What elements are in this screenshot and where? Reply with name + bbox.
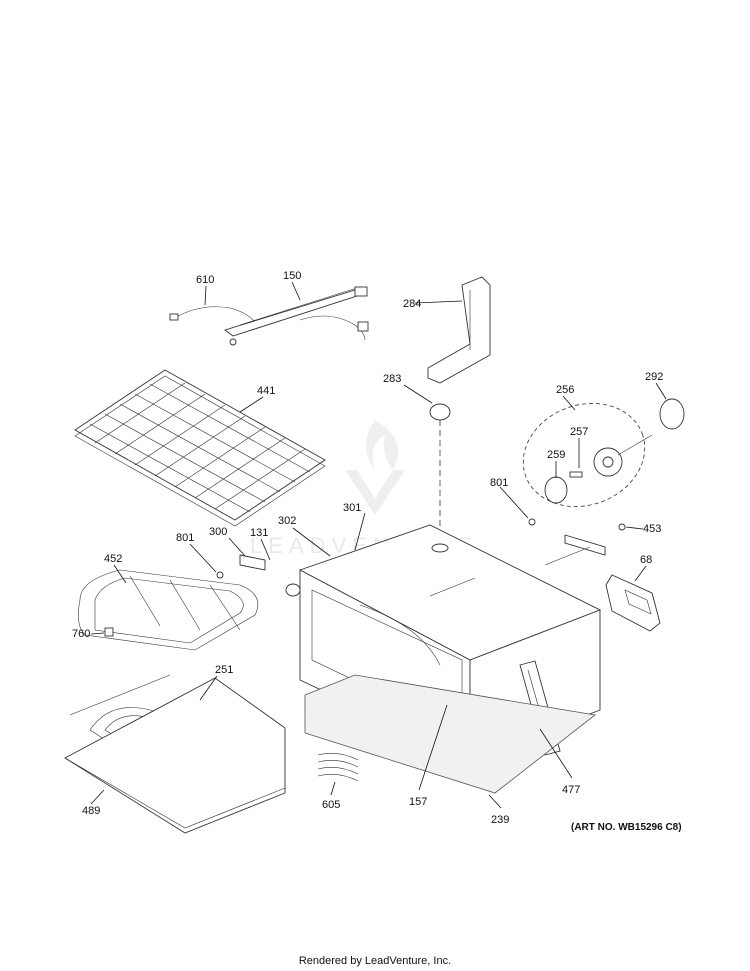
label-301: 301 — [343, 502, 361, 514]
label-239: 239 — [491, 814, 509, 826]
label-292: 292 — [645, 371, 663, 383]
label-257: 257 — [570, 426, 588, 438]
label-150: 150 — [283, 270, 301, 282]
label-801-top: 801 — [490, 477, 508, 489]
label-256: 256 — [556, 384, 574, 396]
part-labels: 610 150 284 283 256 292 441 257 259 801 … — [72, 270, 663, 826]
drawer-pan-part — [64, 677, 286, 834]
label-157: 157 — [409, 796, 427, 808]
art-number: (ART NO. WB15296 C8) — [571, 822, 682, 833]
leader-lines — [90, 281, 667, 809]
label-68: 68 — [640, 554, 652, 566]
label-441: 441 — [257, 385, 275, 397]
insulation-base-part — [304, 674, 596, 794]
gasket-part — [317, 753, 359, 782]
footer-credit: Rendered by LeadVenture, Inc. — [298, 955, 452, 967]
label-610: 610 — [196, 274, 214, 286]
label-477: 477 — [562, 784, 580, 796]
label-760: 760 — [72, 628, 90, 640]
mounting-bracket-part — [544, 523, 661, 632]
label-283: 283 — [383, 373, 401, 385]
vent-duct-part — [427, 276, 491, 545]
label-251: 251 — [215, 664, 233, 676]
label-131: 131 — [250, 527, 268, 539]
oven-rack-part — [74, 369, 326, 527]
label-489: 489 — [82, 805, 100, 817]
label-302: 302 — [278, 515, 296, 527]
wire-harness-part — [169, 286, 369, 346]
broil-element-part — [78, 569, 259, 651]
label-284: 284 — [403, 298, 421, 310]
small-hardware-part — [216, 554, 301, 597]
label-453: 453 — [643, 523, 661, 535]
label-452: 452 — [104, 553, 122, 565]
label-605: 605 — [322, 799, 340, 811]
label-259: 259 — [547, 449, 565, 461]
label-300: 300 — [209, 526, 227, 538]
label-801-left: 801 — [176, 532, 194, 544]
convection-fan-part — [522, 398, 685, 526]
